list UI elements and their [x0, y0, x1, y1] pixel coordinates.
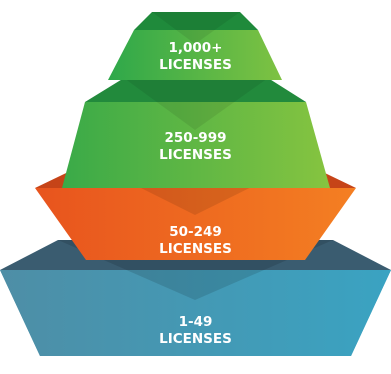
tier-50-249-label-line2: LICENSES: [159, 241, 232, 257]
tier-250-999-top-face: [85, 78, 306, 102]
tier-50-249-front-face: [35, 188, 356, 260]
tier-1000-plus-inner-shadow: [152, 12, 240, 44]
tier-1000-plus: 1,000+ LICENSES: [108, 12, 282, 80]
tier-1000-plus-top-face: [134, 12, 258, 30]
tier-1000-plus-label-line2: LICENSES: [159, 57, 232, 73]
tier-1-49: 1-49 LICENSES: [0, 240, 391, 356]
tier-250-999: 250-999 LICENSES: [62, 78, 330, 188]
tier-1-49-front-face: [0, 270, 391, 356]
tier-1000-plus-label-line1: 1,000+: [168, 40, 222, 56]
tier-1-49-label-line1: 1-49: [179, 314, 213, 330]
tier-250-999-front-face: [62, 102, 330, 188]
tier-250-999-inner-shadow: [124, 78, 268, 130]
tier-250-999-label-line1: 250-999: [165, 130, 227, 146]
tier-1000-plus-front-face: [108, 30, 282, 80]
tier-250-999-label-line2: LICENSES: [159, 147, 232, 163]
tier-1-49-label-line2: LICENSES: [159, 331, 232, 347]
tier-50-249-label-line1: 50-249: [169, 224, 222, 240]
